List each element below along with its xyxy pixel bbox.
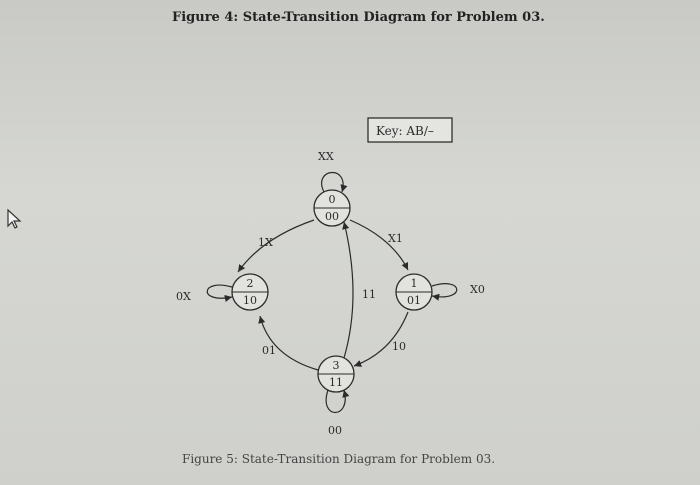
state-node-0: 0 00 <box>313 189 351 227</box>
edge-label: 10 <box>392 340 406 353</box>
key-box-frame <box>367 117 453 143</box>
edge-label: 0X <box>176 290 191 303</box>
edge-3-to-0 <box>342 221 354 359</box>
self-loop-2 <box>206 284 233 302</box>
state-node-3: 3 11 <box>317 355 355 393</box>
edge-label: X1 <box>388 232 403 245</box>
figure-caption: Figure 5: State-Transition Diagram for P… <box>182 452 496 466</box>
state-code: 00 <box>325 210 339 223</box>
state-number: 1 <box>411 277 418 290</box>
self-loop-3 <box>325 389 350 414</box>
self-loop-1 <box>431 283 458 301</box>
state-node-2: 2 10 <box>231 273 269 311</box>
edge-label: 11 <box>362 288 376 301</box>
state-code: 10 <box>243 294 257 307</box>
state-number: 0 <box>329 193 336 206</box>
key-label: Key: AB/– <box>376 124 434 138</box>
state-number: 3 <box>333 359 340 372</box>
state-number: 2 <box>247 277 254 290</box>
edge-label: X0 <box>470 283 485 296</box>
edge-label: 1X <box>258 236 273 249</box>
edge-label: XX <box>318 150 334 163</box>
state-code: 11 <box>329 376 343 389</box>
self-loop-0 <box>321 171 348 193</box>
mouse-pointer-icon <box>7 208 22 229</box>
state-code: 01 <box>407 294 421 307</box>
state-node-1: 1 01 <box>395 273 433 311</box>
edge-0-to-1 <box>349 219 409 271</box>
edge-3-to-2 <box>258 315 319 371</box>
key-box: Key: AB/– <box>367 117 453 143</box>
edge-label: 01 <box>262 344 276 357</box>
edge-0-to-2 <box>237 219 315 273</box>
edge-label: 00 <box>328 424 342 437</box>
edge-1-to-3 <box>353 311 409 367</box>
figure-title: Figure 4: State-Transition Diagram for P… <box>172 10 545 25</box>
